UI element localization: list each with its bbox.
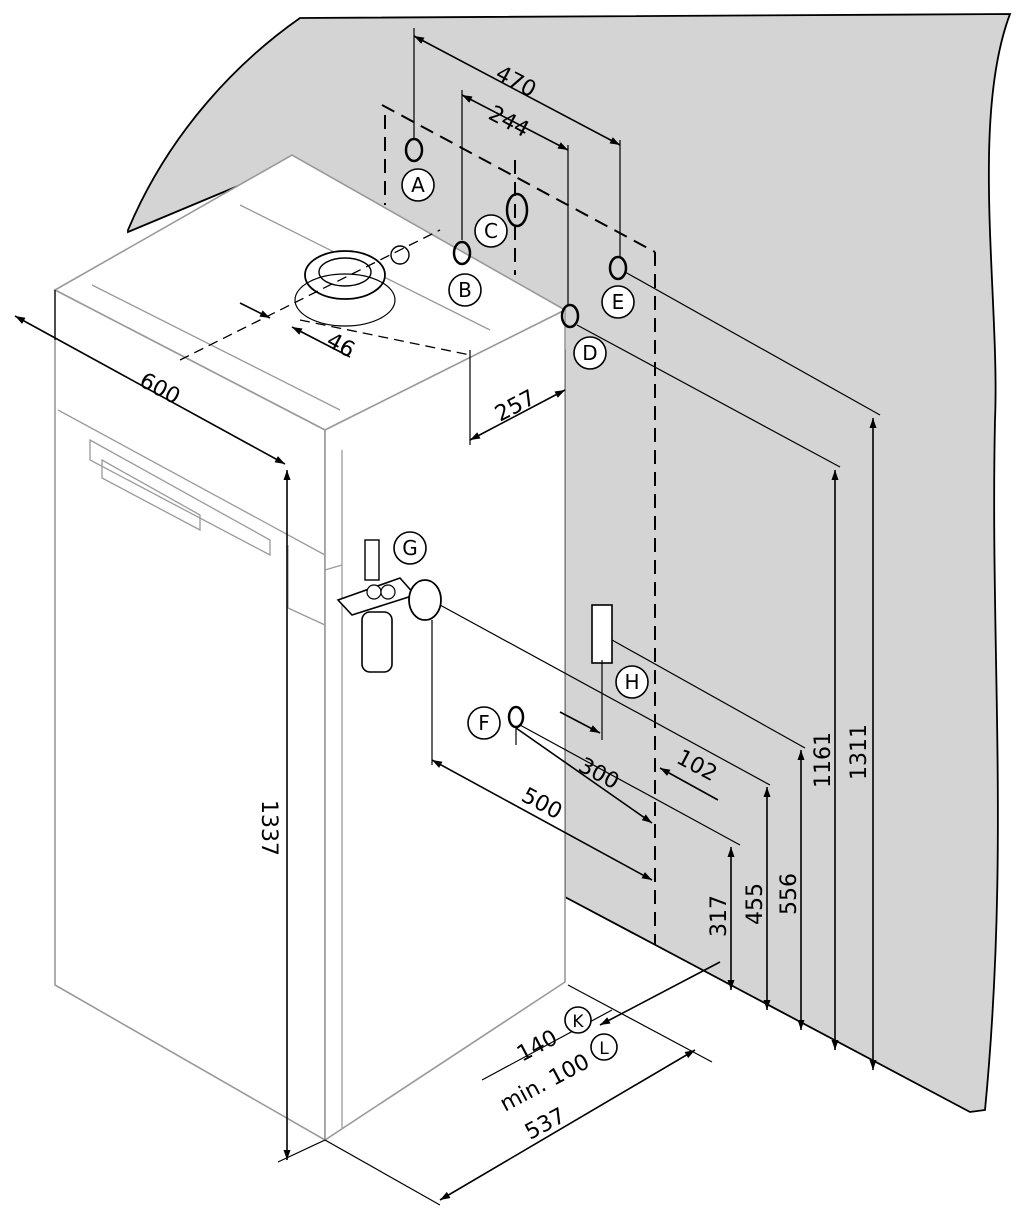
dim-1311: 1311 [847,724,872,780]
hole-b [452,240,472,266]
connection-h-box [591,604,613,664]
marker-g: G [393,531,427,565]
svg-text:G: G [402,536,418,560]
dim-537: 537 [521,1104,570,1146]
dim-556: 556 [777,873,802,915]
dim-1161: 1161 [811,732,836,788]
dim-min-100: min. 100 [496,1049,594,1117]
connection-g-assembly [336,539,442,673]
connection-holes [404,137,628,729]
boiler-unit [53,154,613,1142]
svg-text:L: L [599,1039,609,1059]
svg-text:B: B [458,278,472,302]
dim-140: 140 [513,1026,562,1068]
marker-k: K [564,1006,592,1034]
svg-text:F: F [478,711,490,735]
svg-text:C: C [484,219,498,243]
svg-text:D: D [582,341,597,365]
marker-d: D [573,336,607,370]
marker-b: B [448,273,482,307]
dim-317: 317 [707,895,732,937]
hole-e [608,255,628,281]
dimension-lines [14,28,881,1206]
svg-text:K: K [572,1012,584,1032]
marker-c: C [474,214,508,248]
marker-labels: A B C D E F G H K L [393,168,649,1061]
marker-l: L [590,1033,618,1061]
hole-c [505,192,529,228]
svg-text:A: A [411,173,425,197]
marker-e: E [601,285,635,319]
dim-1337: 1337 [256,800,281,856]
svg-text:H: H [624,670,639,694]
marker-f: F [467,706,501,740]
marker-h: H [615,665,649,699]
hole-f [507,705,525,729]
marker-a: A [401,168,435,202]
wall-background [127,13,1012,1113]
hole-d [560,303,580,329]
dim-455: 455 [743,883,768,925]
svg-text:E: E [612,290,625,314]
